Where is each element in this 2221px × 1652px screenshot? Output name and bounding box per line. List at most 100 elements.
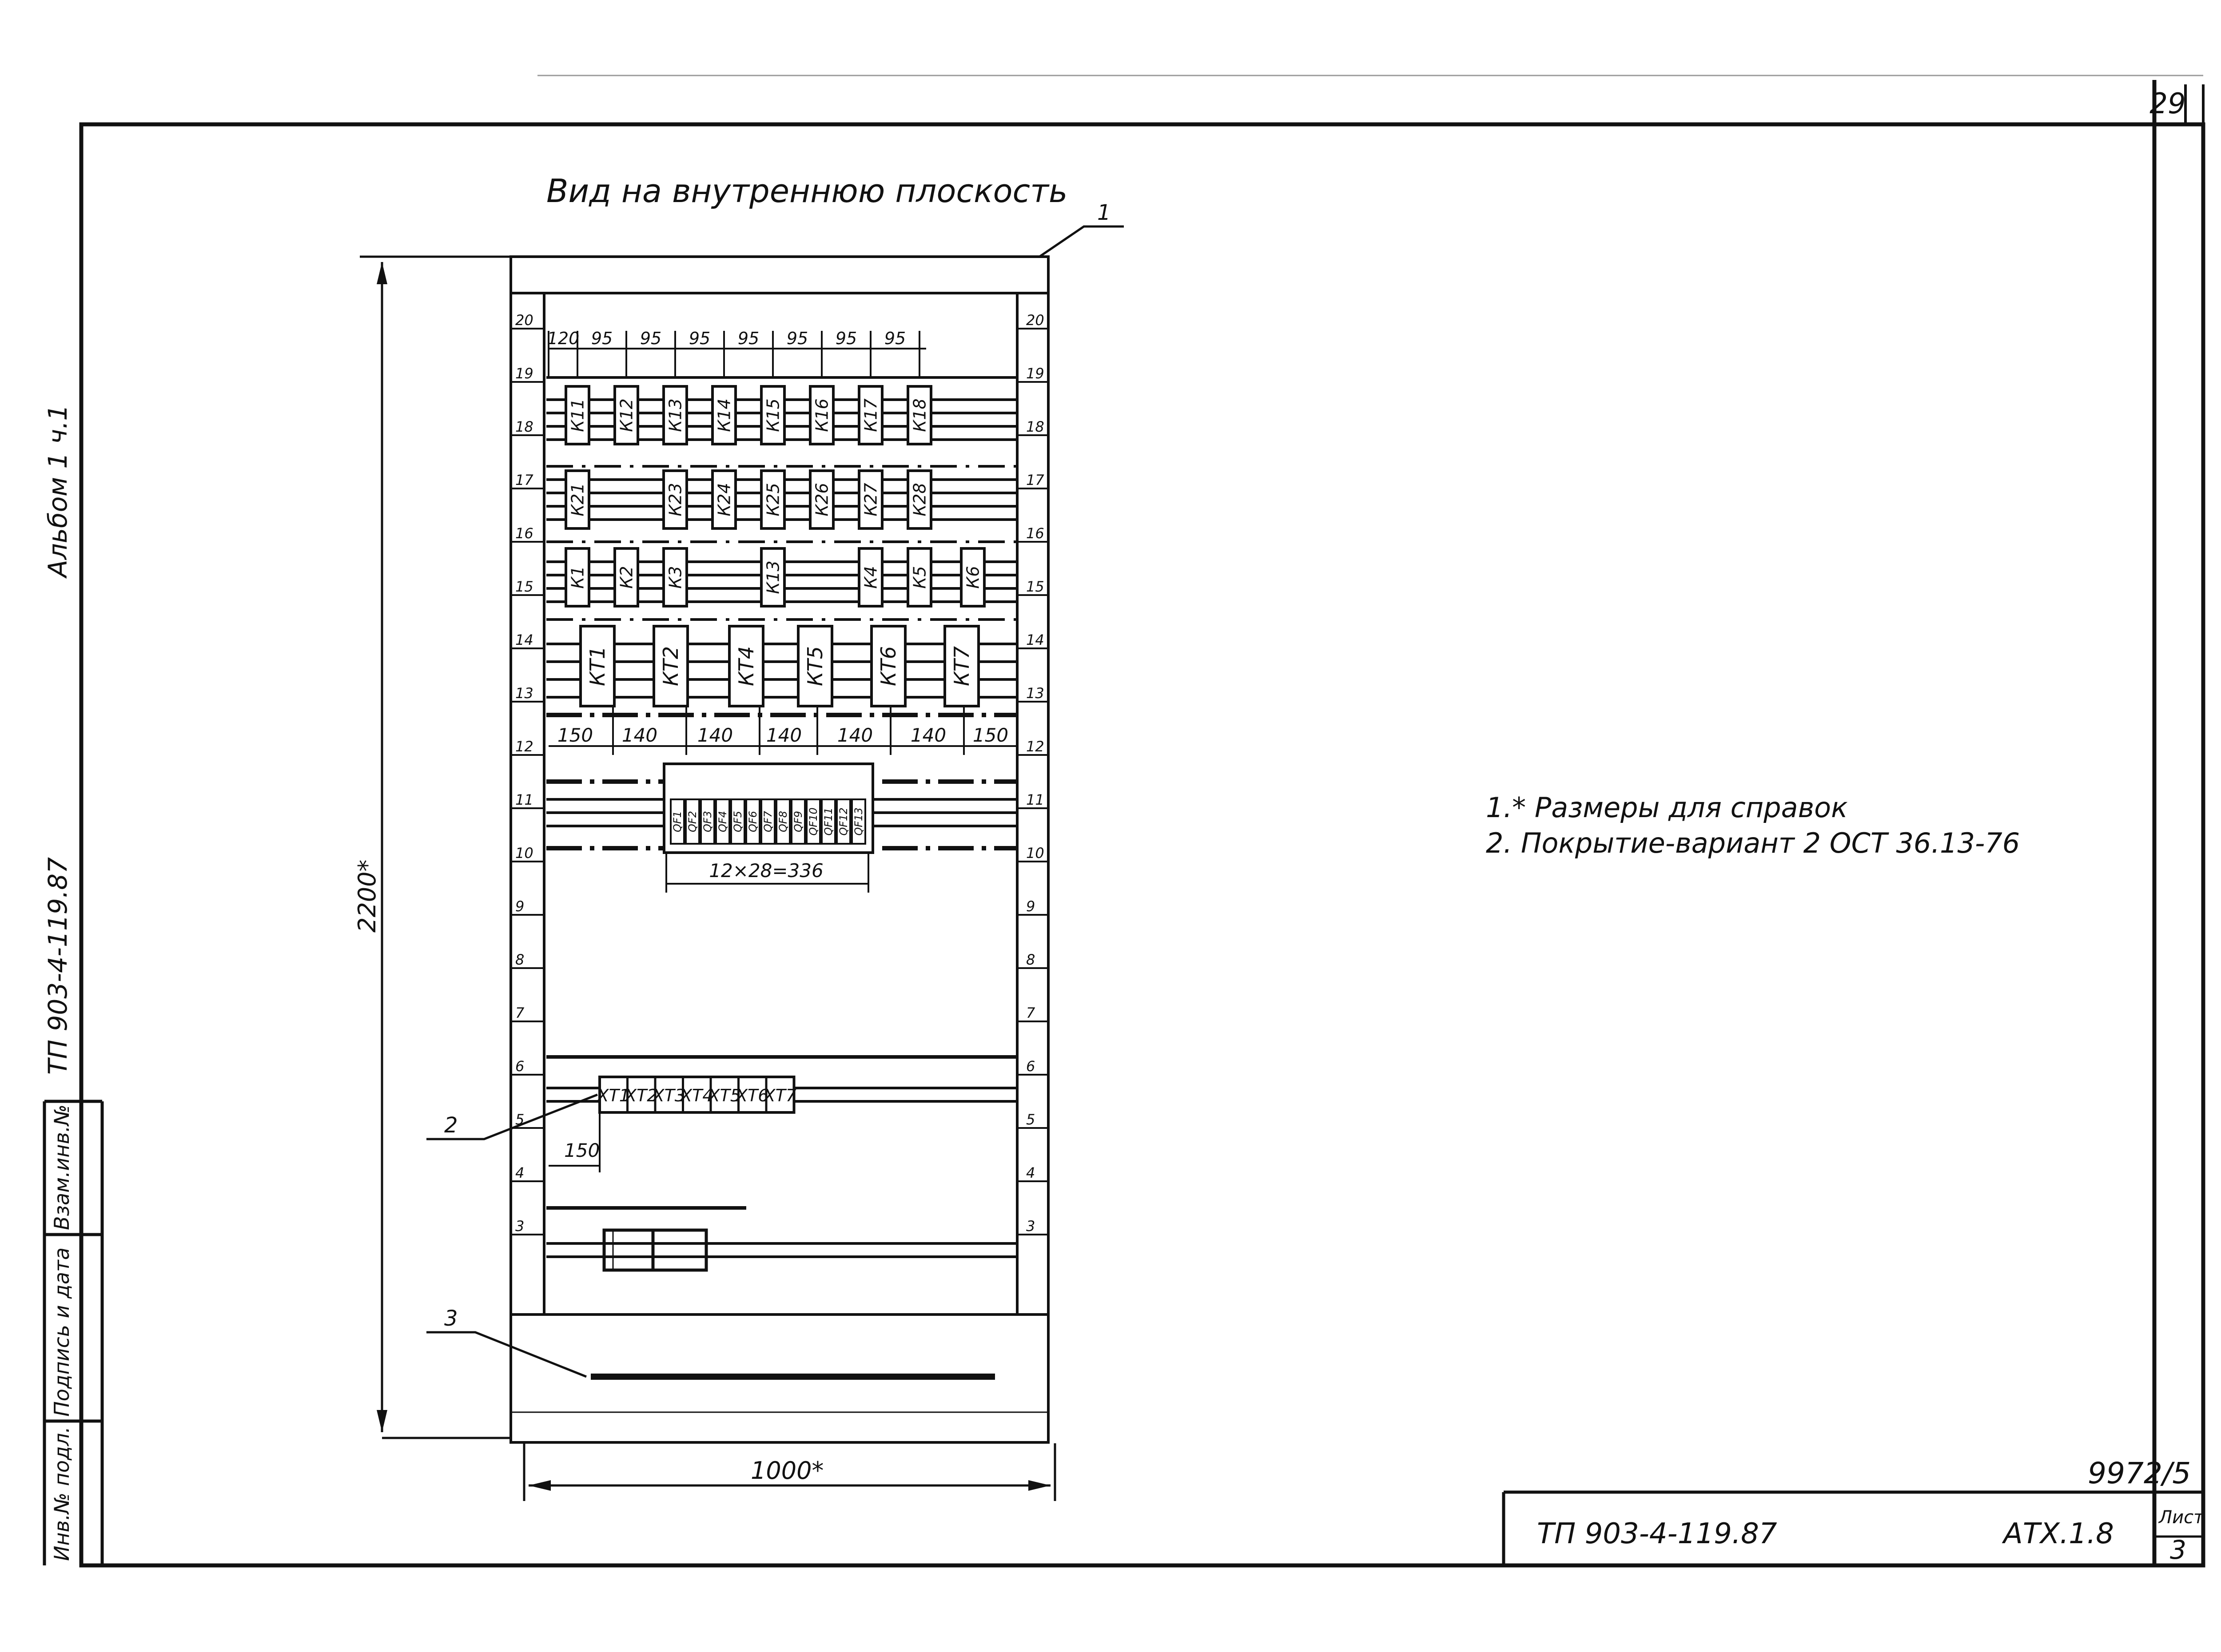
stamp-sheet-label: Лист bbox=[2158, 1507, 2205, 1528]
dim-top-4: 95 bbox=[738, 329, 759, 348]
rack-number-left: 17 bbox=[515, 472, 533, 488]
dim-mid-5: 140 bbox=[911, 724, 946, 746]
dim-breaker-span: 12×28=336 bbox=[709, 860, 823, 882]
component-box bbox=[858, 469, 884, 530]
sheet-frame bbox=[79, 75, 2205, 1568]
component-box bbox=[858, 385, 884, 445]
dimension-breaker-span bbox=[665, 853, 869, 893]
dim-top-3: 95 bbox=[689, 329, 710, 348]
rack-number-left: 3 bbox=[515, 1218, 524, 1235]
rack-number-left: 12 bbox=[515, 738, 533, 755]
breaker-label: QF5 bbox=[732, 811, 744, 832]
callout-1: 1 bbox=[1097, 200, 1111, 225]
bottom-device bbox=[602, 1228, 708, 1272]
breaker bbox=[806, 798, 821, 845]
terminal-label: ХТ1 bbox=[597, 1086, 630, 1105]
component-box bbox=[662, 469, 688, 530]
breaker-label: QF8 bbox=[777, 811, 789, 832]
component-label: К18 bbox=[910, 398, 929, 432]
rack-number-left: 16 bbox=[515, 525, 533, 542]
breaker-label: QF13 bbox=[852, 807, 865, 835]
dim-terminal-offset: 150 bbox=[564, 1140, 600, 1161]
breaker bbox=[760, 798, 776, 845]
dim-mid-2: 140 bbox=[697, 724, 733, 746]
component-label: КТ6 bbox=[876, 646, 900, 686]
dim-top-1: 95 bbox=[591, 329, 613, 348]
side-project-code: ТП 903-4-119.87 bbox=[43, 857, 73, 1075]
dim-top-0: 120 bbox=[547, 329, 580, 348]
component-label: КТ5 bbox=[803, 646, 827, 686]
breaker bbox=[685, 798, 700, 845]
rack-number-right: 6 bbox=[1026, 1058, 1035, 1075]
stamp-sheet-code: АТХ.1.8 bbox=[2002, 1517, 2114, 1550]
rack-number-right: 14 bbox=[1026, 631, 1044, 648]
component-box bbox=[760, 385, 786, 445]
rack-number-right: 9 bbox=[1026, 898, 1035, 915]
rack-number-left: 19 bbox=[515, 365, 533, 382]
breaker-label: QF3 bbox=[701, 811, 714, 832]
terminal-label: ХТ4 bbox=[680, 1086, 713, 1105]
rack-number-right: 7 bbox=[1026, 1005, 1035, 1021]
rack-number-left: 14 bbox=[515, 631, 533, 648]
breaker bbox=[700, 798, 715, 845]
breaker bbox=[670, 798, 685, 845]
rack-number-left: 15 bbox=[515, 578, 533, 595]
rack-number-right: 12 bbox=[1026, 738, 1044, 755]
rack-number-right: 5 bbox=[1026, 1111, 1035, 1128]
terminal-label: ХТ6 bbox=[735, 1086, 768, 1105]
component-box bbox=[760, 469, 786, 530]
rack-number-right: 10 bbox=[1026, 845, 1044, 862]
component-box bbox=[943, 625, 980, 707]
component-box bbox=[613, 385, 639, 445]
component-box bbox=[907, 547, 932, 608]
breaker bbox=[821, 798, 836, 845]
rack-number-right: 20 bbox=[1026, 312, 1044, 329]
component-box bbox=[870, 625, 907, 707]
component-label: К3 bbox=[665, 566, 685, 588]
callout-3: 3 bbox=[444, 1306, 458, 1331]
rack-number-left: 7 bbox=[515, 1005, 525, 1021]
breaker-label: QF10 bbox=[807, 807, 820, 835]
title-stamp bbox=[1502, 1490, 2203, 1565]
rack-number-right: 17 bbox=[1026, 472, 1044, 488]
archive-number: 9972/5 bbox=[2088, 1456, 2191, 1490]
callout-leaders bbox=[426, 225, 1124, 1378]
component-label: К26 bbox=[812, 483, 832, 516]
side-album-text: Альбом 1 ч.1 bbox=[43, 405, 73, 579]
terminal-frame bbox=[598, 1076, 796, 1114]
component-label: К25 bbox=[763, 483, 783, 516]
component-box bbox=[797, 625, 833, 707]
side-box-original-inv: Инв.№ подл. bbox=[50, 1426, 74, 1561]
component-label: К5 bbox=[910, 566, 929, 588]
component-box bbox=[907, 469, 932, 530]
component-box bbox=[613, 547, 639, 608]
component-label: КТ7 bbox=[950, 646, 974, 686]
component-label: КТ2 bbox=[659, 646, 683, 686]
component-box bbox=[711, 469, 737, 530]
breaker bbox=[836, 798, 851, 845]
breaker-label: QF2 bbox=[686, 811, 699, 832]
rack-number-left: 20 bbox=[515, 312, 533, 329]
breaker-label: QF1 bbox=[671, 811, 684, 832]
component-box bbox=[809, 469, 835, 530]
rack-number-right: 13 bbox=[1026, 685, 1044, 702]
breaker-label: QF12 bbox=[837, 807, 850, 835]
rack-number-left: 6 bbox=[515, 1058, 524, 1075]
component-box bbox=[653, 625, 689, 707]
rack-number-right: 4 bbox=[1026, 1164, 1035, 1181]
dim-mid-6: 150 bbox=[973, 724, 1008, 746]
rack-number-right: 16 bbox=[1026, 525, 1044, 542]
component-label: К13 bbox=[763, 560, 783, 594]
component-box bbox=[565, 469, 590, 530]
dim-width: 1000* bbox=[751, 1457, 824, 1485]
breaker bbox=[791, 798, 806, 845]
component-box bbox=[711, 385, 737, 445]
rack-number-left: 8 bbox=[515, 951, 524, 968]
component-label: К1 bbox=[568, 566, 587, 588]
component-box bbox=[760, 547, 786, 608]
dim-top-2: 95 bbox=[640, 329, 661, 348]
breaker bbox=[730, 798, 745, 845]
